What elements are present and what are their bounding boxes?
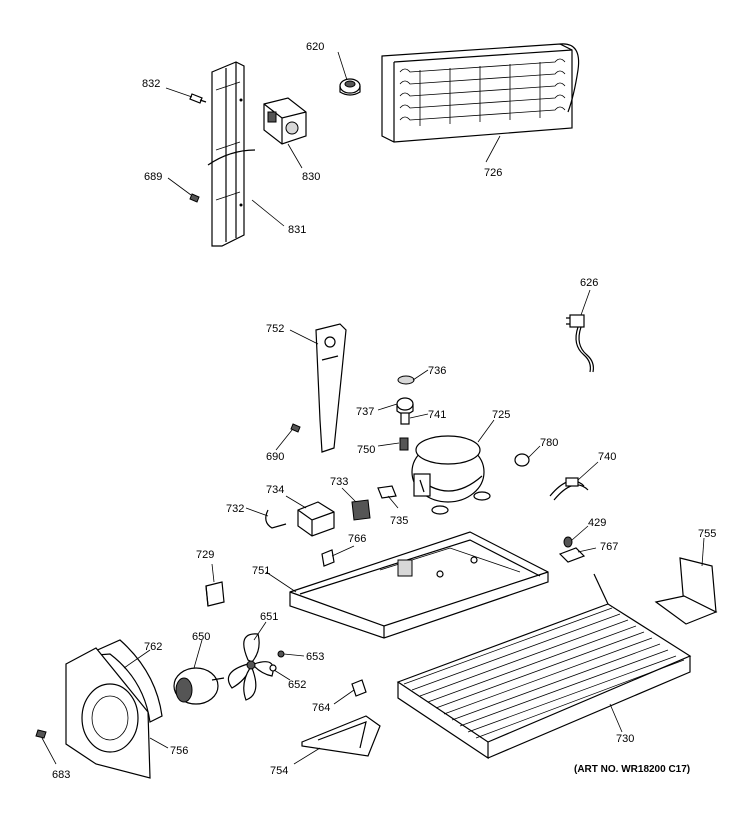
- bracket-767: [558, 547, 586, 563]
- drain-pan-754: [301, 715, 381, 757]
- screw-689: [189, 193, 200, 203]
- fan-motor-650: [173, 667, 225, 705]
- label-732: 732: [226, 503, 244, 515]
- label-651: 651: [260, 611, 278, 623]
- screw-832: [189, 93, 207, 104]
- label-752: 752: [266, 323, 284, 335]
- capacitor-729: [205, 581, 225, 607]
- label-750: 750: [357, 444, 375, 456]
- label-754: 754: [270, 765, 288, 777]
- fan-shroud-756: [65, 647, 151, 779]
- fan-blade-651: [227, 633, 274, 701]
- label-756: 756: [170, 745, 188, 757]
- label-725: 725: [492, 409, 510, 421]
- label-730: 730: [616, 733, 634, 745]
- bolt-750: [399, 437, 409, 451]
- relay-830: [263, 97, 307, 145]
- label-620: 620: [306, 41, 324, 53]
- part-labels: 832 620 726 830 689 831 626 752 736 737 …: [52, 41, 716, 781]
- label-740: 740: [598, 451, 616, 463]
- grommet-620: [339, 78, 361, 96]
- label-741: 741: [428, 409, 446, 421]
- label-726: 726: [484, 167, 502, 179]
- screw-683: [35, 729, 47, 739]
- label-429: 429: [588, 517, 606, 529]
- label-762: 762: [144, 641, 162, 653]
- overload-733: [351, 499, 371, 521]
- label-736: 736: [428, 365, 446, 377]
- shroud-rim-762: [83, 639, 163, 723]
- label-653: 653: [306, 651, 324, 663]
- label-729: 729: [196, 549, 214, 561]
- power-cord-626: [566, 314, 594, 373]
- channel-bracket-831: [207, 61, 256, 247]
- label-689: 689: [144, 171, 162, 183]
- grommet-780: [514, 453, 530, 467]
- label-751: 751: [252, 565, 270, 577]
- compressor-725: [411, 435, 491, 515]
- label-766: 766: [348, 533, 366, 545]
- label-683: 683: [52, 769, 70, 781]
- screw-429: [563, 536, 573, 548]
- label-767: 767: [600, 541, 618, 553]
- nut-653: [277, 650, 285, 658]
- label-626: 626: [580, 277, 598, 289]
- condenser-coil-730: [396, 573, 692, 760]
- relay-734: [297, 501, 335, 537]
- washer-652: [269, 664, 277, 672]
- label-734: 734: [266, 484, 284, 496]
- label-832: 832: [142, 78, 160, 90]
- clip-764: [351, 679, 367, 697]
- base-tray-751: [289, 531, 549, 639]
- grommet-737: [396, 397, 414, 415]
- clip-736: [397, 375, 415, 385]
- label-650: 650: [192, 631, 210, 643]
- bracket-755: [654, 557, 718, 625]
- clip-732: [265, 509, 287, 529]
- screw-690: [290, 423, 301, 433]
- label-830: 830: [302, 171, 320, 183]
- leader-lines: [41, 51, 705, 765]
- bracket-752: [315, 323, 347, 453]
- label-755: 755: [698, 528, 716, 540]
- label-733: 733: [330, 476, 348, 488]
- sleeve-741: [400, 412, 410, 425]
- label-735: 735: [390, 515, 408, 527]
- label-831: 831: [288, 224, 306, 236]
- art-number: (ART NO. WR18200 C17): [574, 764, 690, 775]
- bracket-766: [321, 549, 335, 567]
- label-690: 690: [266, 451, 284, 463]
- cover-735: [377, 485, 397, 499]
- condenser-726: [381, 43, 580, 143]
- label-764: 764: [312, 702, 330, 714]
- label-652: 652: [288, 679, 306, 691]
- label-737: 737: [356, 406, 374, 418]
- wire-740: [549, 477, 589, 501]
- label-780: 780: [540, 437, 558, 449]
